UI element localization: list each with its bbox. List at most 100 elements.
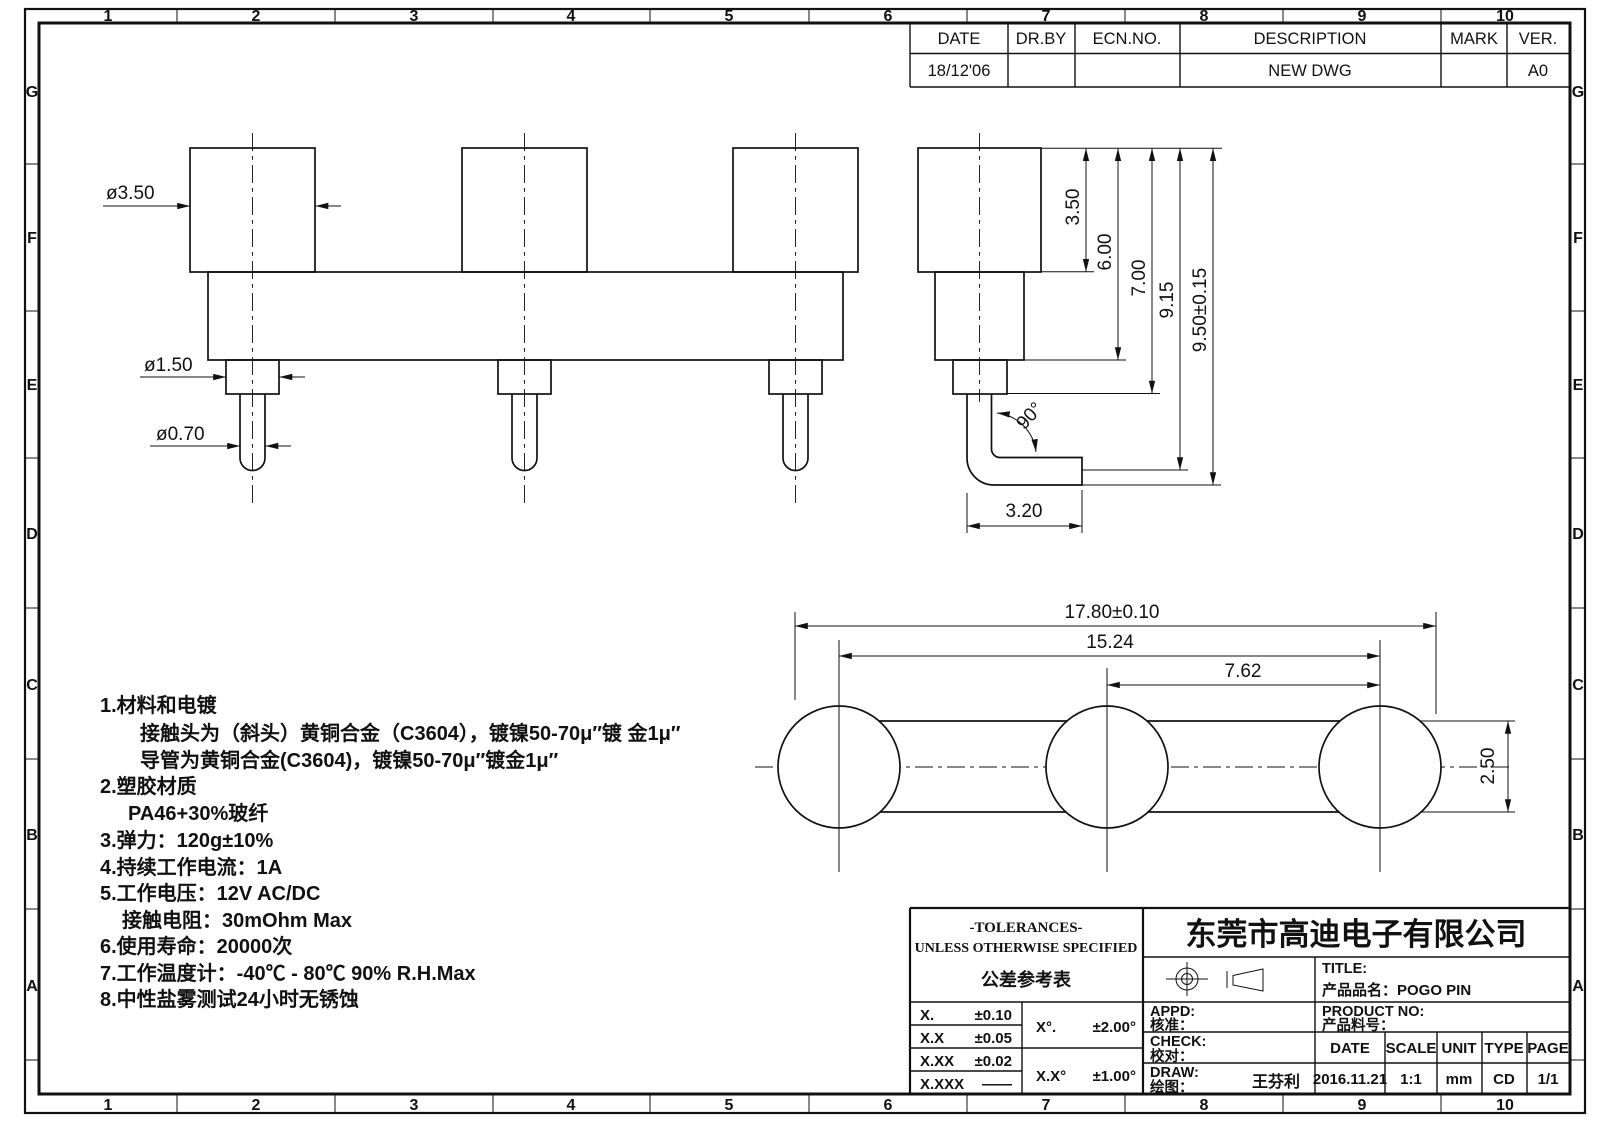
svg-text:X°.: X°. [1036, 1019, 1056, 1036]
col-type: TYPE [1484, 1040, 1523, 1057]
revision-date: 18/12'06 [928, 62, 991, 80]
svg-text:8: 8 [1200, 8, 1209, 25]
tolerances-title-cn: 公差参考表 [981, 969, 1072, 990]
svg-text:±1.00°: ±1.00° [1093, 1068, 1136, 1085]
svg-text:X.: X. [920, 1007, 934, 1024]
svg-text:3: 3 [410, 1097, 419, 1114]
bottom-circle-centerlines [838, 706, 1381, 872]
revision-header-desc: DESCRIPTION [1254, 30, 1367, 48]
product-no-label: PRODUCT NO: [1322, 1004, 1424, 1020]
front-dim-d3: ø0.70 [150, 424, 291, 450]
svg-text:15.24: 15.24 [1086, 632, 1134, 653]
front-collars [225, 359, 823, 395]
note-line: 4.持续工作电流：1A [100, 855, 282, 879]
bottom-strip [879, 720, 1340, 813]
zone-labels-right: GF ED CB A [1572, 84, 1584, 995]
svg-text:6.00: 6.00 [1095, 234, 1116, 271]
svg-text:9.50±0.15: 9.50±0.15 [1190, 268, 1211, 352]
revision-header-mark: MARK [1450, 30, 1498, 48]
svg-text:9.15: 9.15 [1157, 282, 1178, 319]
side-dims: 3.50 6.00 7.00 9.15 9.50±0.15 [1063, 148, 1217, 485]
side-collar [952, 359, 1008, 395]
svg-text:±0.05: ±0.05 [975, 1030, 1012, 1047]
note-line: 导管为黄铜合金(C3604)，镀镍50-70μ″镀金1μ″ [140, 748, 559, 772]
front-dim-d1: ø3.50 [103, 183, 341, 210]
title-label: TITLE: [1322, 961, 1367, 977]
svg-text:2.50: 2.50 [1478, 748, 1499, 785]
front-housing-bar [207, 271, 844, 361]
side-extension-lines [1007, 147, 1222, 486]
svg-text:B: B [26, 827, 38, 844]
svg-text:±0.02: ±0.02 [975, 1053, 1012, 1070]
front-top-cylinders [189, 147, 859, 273]
svg-text:X.X: X.X [920, 1030, 944, 1047]
svg-text:E: E [27, 377, 38, 394]
svg-text:X.XXX: X.XXX [920, 1076, 964, 1093]
note-line: 3.弹力：120g±10% [100, 828, 273, 852]
revision-header-drby: DR.BY [1016, 30, 1066, 48]
appd-cn: 核准： [1150, 1016, 1194, 1034]
svg-text:10: 10 [1496, 1097, 1514, 1114]
svg-text:X.XX: X.XX [920, 1053, 954, 1070]
svg-text:9: 9 [1358, 1097, 1367, 1114]
svg-text:5: 5 [725, 8, 734, 25]
zone-labels-left: G F E D C B A [26, 84, 38, 995]
company-name: 东莞市高迪电子有限公司 [1186, 917, 1527, 952]
draw-value: 王芬利 [1252, 1072, 1300, 1091]
bottom-strip-extensions [1420, 720, 1515, 813]
note-line: 2.塑胶材质 [100, 774, 197, 798]
svg-text:17.80±0.10: 17.80±0.10 [1065, 602, 1160, 623]
notes: 1.材料和电镀 接触头为（斜头）黄铜合金（C3604），镀镍50-70μ″镀 金… [100, 693, 681, 1011]
svg-text:1: 1 [104, 8, 113, 25]
svg-text:A: A [26, 978, 38, 995]
col-scale: SCALE [1386, 1040, 1437, 1057]
projection-symbol [1166, 962, 1264, 996]
front-view: ø3.50 ø1.50 ø0.70 [103, 133, 859, 507]
svg-text:D: D [26, 526, 38, 543]
svg-text:4: 4 [567, 8, 576, 25]
svg-text:E: E [1573, 377, 1584, 394]
val-scale: 1:1 [1400, 1071, 1422, 1088]
svg-text:D: D [1572, 526, 1584, 543]
svg-text:G: G [26, 84, 38, 101]
side-view: 3.50 6.00 7.00 9.15 9.50±0.15 90° 3.20 [917, 133, 1222, 533]
note-line: 接触头为（斜头）黄铜合金（C3604），镀镍50-70μ″镀 金1μ″ [140, 721, 681, 745]
svg-text:7.00: 7.00 [1129, 260, 1150, 297]
note-line: PA46+30%玻纤 [128, 801, 268, 825]
svg-text:1: 1 [104, 1097, 113, 1114]
svg-text:X.X°: X.X° [1036, 1068, 1066, 1085]
note-line: 1.材料和电镀 [100, 693, 218, 717]
front-center-lines [252, 133, 796, 507]
val-unit: mm [1446, 1071, 1473, 1088]
svg-text:7: 7 [1042, 8, 1051, 25]
svg-text:C: C [26, 677, 38, 694]
svg-text:3: 3 [410, 8, 419, 25]
svg-text:±2.00°: ±2.00° [1093, 1019, 1136, 1036]
tolerances-subtitle: UNLESS OTHERWISE SPECIFIED [915, 941, 1138, 956]
note-line: 5.工作电压：12V AC/DC [100, 881, 320, 905]
revision-version: A0 [1528, 62, 1548, 80]
val-date: 2016.11.21 [1313, 1071, 1387, 1088]
svg-text:8: 8 [1200, 1097, 1209, 1114]
revision-header-ecn: ECN.NO. [1093, 30, 1162, 48]
note-line: 7.工作温度计：-40℃ - 80℃ 90% R.H.Max [100, 961, 476, 985]
bottom-dims: 17.80±0.10 15.24 7.62 2.50 [795, 602, 1512, 812]
svg-text:9: 9 [1358, 8, 1367, 25]
svg-text:ø0.70: ø0.70 [156, 424, 205, 445]
svg-text:F: F [27, 230, 37, 247]
check-label: CHECK: [1150, 1034, 1206, 1050]
side-width-dim: 3.20 [966, 490, 1083, 533]
svg-text:F: F [1573, 230, 1583, 247]
svg-text:A: A [1572, 978, 1584, 995]
appd-label: APPD: [1150, 1004, 1195, 1020]
revision-header-ver: VER. [1519, 30, 1558, 48]
revision-description: NEW DWG [1268, 62, 1351, 80]
svg-text:2: 2 [252, 1097, 261, 1114]
front-dim-d2: ø1.50 [140, 355, 305, 381]
tolerance-panel: -TOLERANCES- UNLESS OTHERWISE SPECIFIED … [915, 920, 1138, 1093]
side-angle-dim: 90° [996, 399, 1047, 453]
